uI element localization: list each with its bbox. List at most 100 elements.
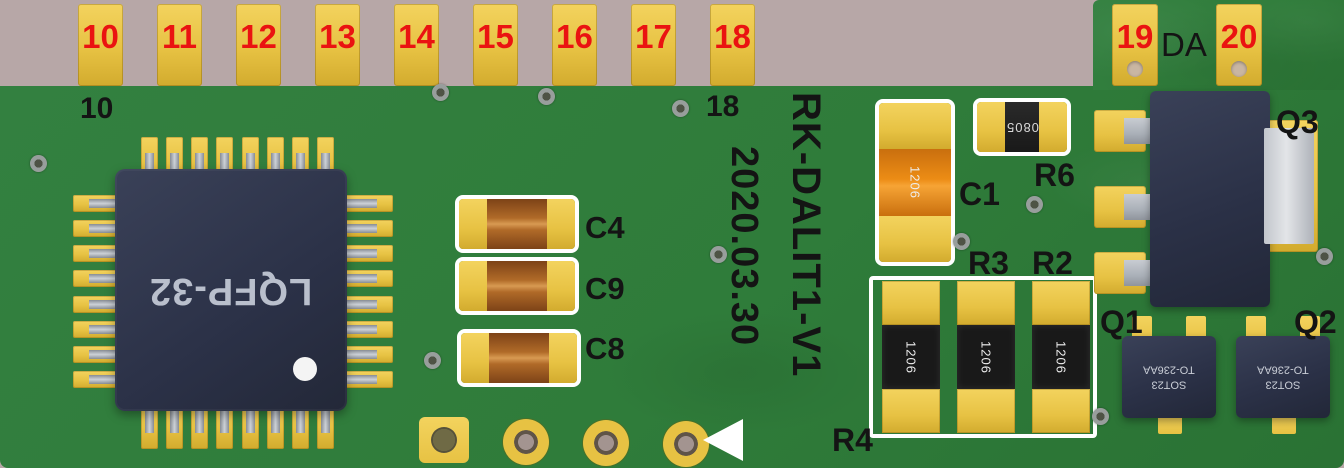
chip-pad [73, 195, 129, 212]
resistor-group-silkscreen [869, 276, 1097, 438]
chip-lead [89, 199, 129, 208]
chip-lead [270, 393, 280, 433]
via [1092, 408, 1109, 425]
via [424, 352, 441, 369]
chip-pad [73, 220, 129, 238]
solder-pad [882, 281, 940, 325]
edge-pad-label: 15 [477, 18, 514, 55]
chip-pad [337, 245, 393, 263]
via [710, 246, 727, 263]
chip-lead [337, 324, 377, 334]
package-line2: TO-236AA [1257, 364, 1309, 376]
edge-pad: 12 [236, 4, 281, 86]
resistor-r2-component: 1206 [1032, 281, 1090, 433]
edge-pad-label: 11 [162, 18, 197, 55]
edge-pad: 10 [78, 4, 123, 86]
chip-lead [245, 393, 255, 433]
edge-pad: 17 [631, 4, 676, 86]
chip-lead [220, 393, 230, 433]
via [538, 88, 555, 105]
chip-lead [89, 274, 129, 284]
capacitor-c1: 1206 [875, 99, 955, 266]
edge-pad-label: 10 [82, 18, 119, 55]
resistor-body: 1206 [957, 325, 1015, 389]
bottom-round-pad [583, 420, 629, 466]
solder-pad [461, 333, 489, 383]
chip-pad [73, 345, 129, 363]
silk-r4: R4 [832, 422, 873, 458]
chip-pad [73, 270, 129, 288]
solder-pad [1032, 281, 1090, 325]
chip-pad [73, 320, 129, 338]
capacitor-body [489, 333, 549, 383]
silk-pin18: 18 [706, 90, 740, 123]
r2-package-code: 1206 [1053, 340, 1069, 374]
silk-date-vertical: 2020.03.30 [723, 146, 765, 347]
chip-pad [337, 195, 393, 212]
solder-pad [547, 261, 575, 311]
via [1316, 248, 1333, 265]
bottom-round-pad [663, 421, 709, 467]
resistor-r6: 0805 [973, 98, 1071, 156]
edge-pad: 18 [710, 4, 755, 86]
solder-pad [1032, 389, 1090, 433]
edge-pad-19: 19 [1112, 4, 1158, 86]
chip-lead [337, 299, 377, 309]
q3-tab-lead [1264, 128, 1314, 244]
capacitor-body [487, 261, 547, 311]
q3-package [1150, 91, 1270, 307]
edge-pad-19-label: 19 [1116, 18, 1154, 55]
chip-lead [89, 224, 129, 234]
chip-pad [337, 345, 393, 363]
chip-pad [73, 245, 129, 263]
silk-pin10: 10 [80, 92, 114, 125]
chip-pad [337, 220, 393, 238]
capacitor-c4 [455, 195, 579, 253]
chip-pad [73, 295, 129, 313]
chip-lead [89, 324, 129, 334]
silk-q3: Q3 [1276, 104, 1319, 140]
chip-lead [337, 224, 377, 234]
r3-package-code: 1206 [978, 340, 994, 374]
solder-pad [1039, 102, 1067, 152]
resistor-body: 0805 [1005, 102, 1039, 152]
edge-pad-label: 14 [398, 18, 435, 55]
edge-connector-top: 10 11 12 13 14 15 16 17 18 [78, 4, 755, 86]
q2-package: SOT23 TO-236AA [1236, 336, 1330, 418]
edge-pad-label: 18 [714, 18, 751, 55]
chip-pad [191, 393, 209, 449]
chip-pad [266, 393, 284, 449]
resistor-r4-component: 1206 [882, 281, 940, 433]
solder-pad [879, 216, 951, 262]
solder-pad [459, 199, 487, 249]
chip-lead [195, 393, 205, 433]
solder-pad [549, 333, 577, 383]
edge-pad-label: 13 [319, 18, 356, 55]
chip-pad [337, 370, 393, 388]
chip-lead [89, 349, 129, 359]
edge-pad: 11 [157, 4, 202, 86]
chip-pins-left [73, 195, 129, 388]
solder-pad [459, 261, 487, 311]
edge-pad-20: 20 [1216, 4, 1262, 86]
chip-lead [295, 393, 305, 433]
package-line1: SOT23 [1151, 378, 1187, 391]
via [672, 100, 689, 117]
edge-pad: 16 [552, 4, 597, 86]
solder-pad [547, 199, 575, 249]
chip-pad [166, 393, 184, 449]
via [30, 155, 47, 172]
package-line2: TO-236AA [1143, 364, 1195, 376]
edge-pad: 15 [473, 4, 518, 86]
solder-pad [957, 281, 1015, 325]
silk-r3: R3 [968, 245, 1009, 281]
via [953, 233, 970, 250]
capacitor-body [487, 199, 547, 249]
chip-pad [216, 393, 234, 449]
chip-pad [316, 393, 334, 449]
via [1026, 196, 1043, 213]
capacitor-body: 1206 [879, 149, 951, 216]
chip-pad [337, 320, 393, 338]
capacitor-c9 [455, 257, 579, 315]
